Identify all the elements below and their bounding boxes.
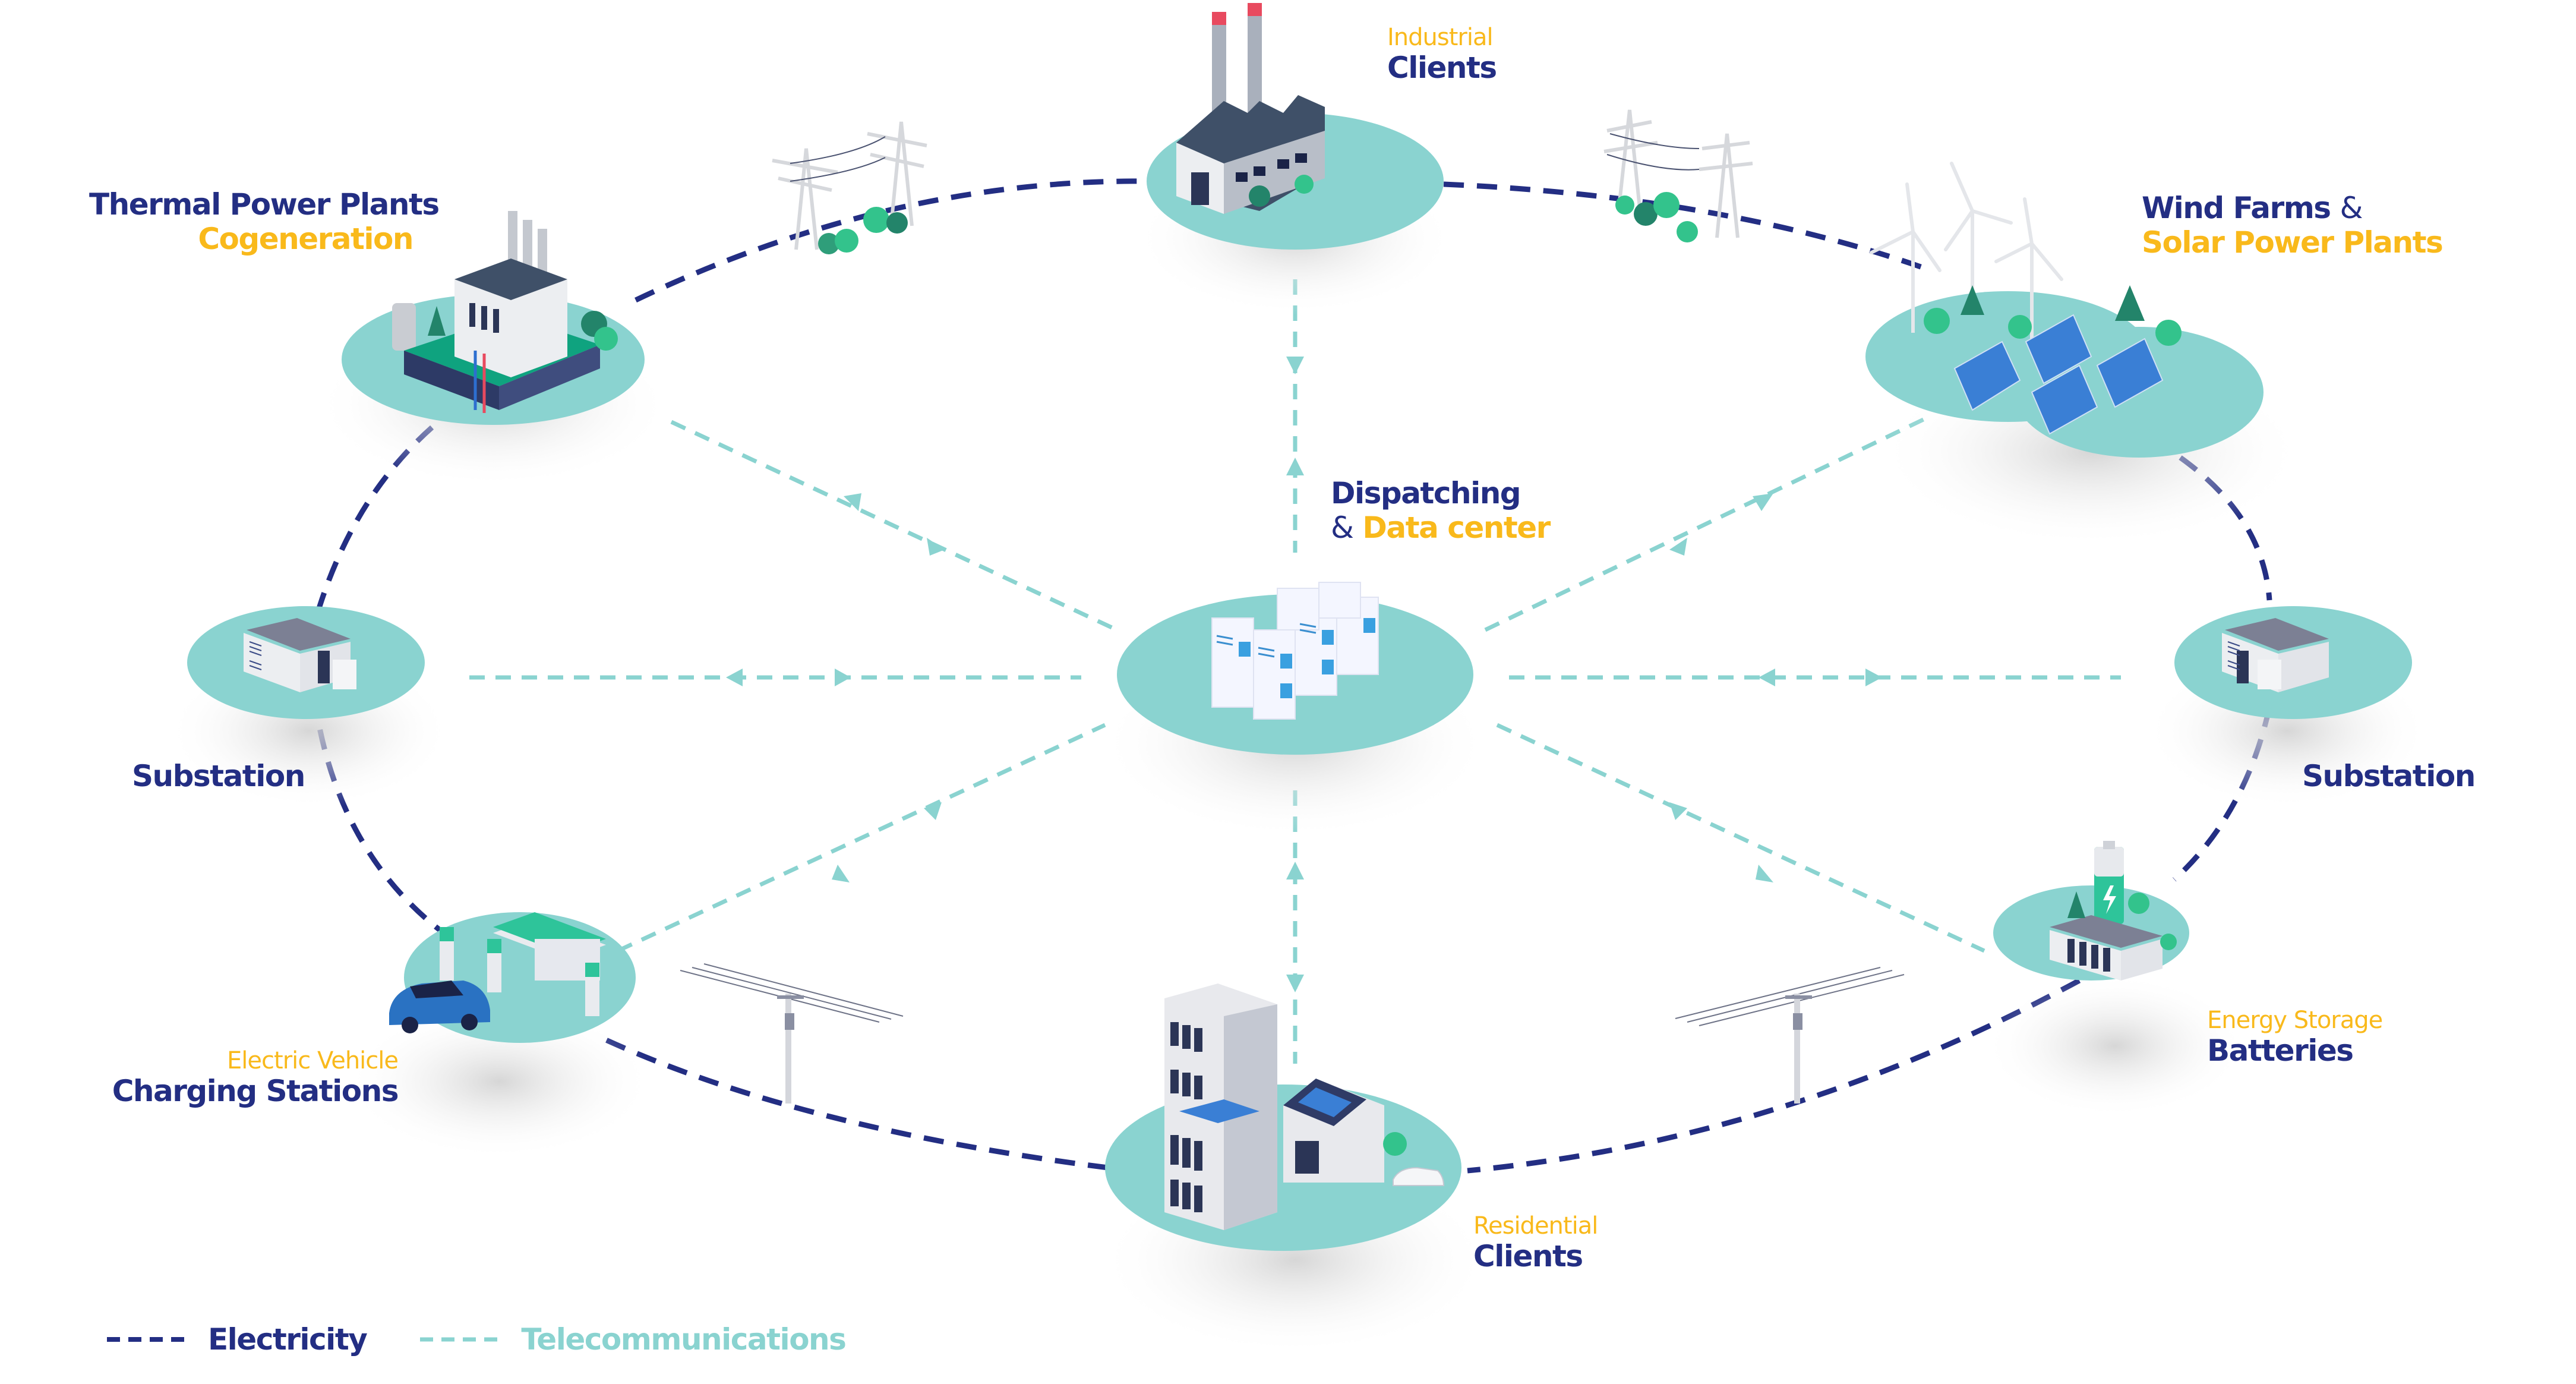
building-icon: [1164, 983, 1445, 1230]
electricity-link-wind-substation: [2179, 455, 2272, 601]
label-sub: Solar Power Plants: [2142, 225, 2444, 260]
electricity-link-industrial-wind: [1443, 181, 1932, 273]
label-sub: Industrial: [1387, 24, 1494, 51]
label-sub: Energy Storage: [2207, 1007, 2383, 1034]
label-main: Wind Farms: [2142, 191, 2331, 225]
label-main: Clients: [1387, 51, 1497, 85]
telecom-link-ev: [617, 723, 1106, 953]
battery-icon: [2050, 841, 2177, 981]
arrow-icon: [726, 669, 743, 686]
arrow-icon: [1759, 669, 1775, 686]
label-ampersand: &: [1331, 510, 1354, 545]
label-main: Batteries: [2207, 1033, 2354, 1068]
label-wind-solar: Wind Farms & Solar Power Plants: [2142, 191, 2444, 260]
telecom-link-storage: [1496, 723, 1985, 953]
arrow-icon: [1669, 538, 1687, 556]
transmission-tower-icon: [772, 121, 927, 254]
label-sub: Residential: [1473, 1212, 1598, 1240]
power-plant-icon: [392, 211, 618, 413]
label-ev-charging: Electric Vehicle Charging Stations: [89, 1047, 399, 1109]
arrow-icon: [832, 865, 850, 882]
label-substation-left: Substation: [132, 759, 305, 794]
utility-pole-icon: [1675, 967, 1905, 1104]
label-energy-storage: Energy Storage Batteries: [2207, 1007, 2383, 1068]
label-dispatching-data-center: Dispatching & Data center: [1331, 476, 1551, 545]
arrow-icon: [1286, 458, 1304, 475]
legend-item-electricity: Electricity: [107, 1322, 368, 1357]
wind-solar-icon: [1870, 162, 2182, 435]
label-substation-right: Substation: [2302, 759, 2476, 794]
arrow-icon: [1669, 802, 1687, 820]
legend-item-telecom: Telecommunications: [420, 1322, 847, 1357]
arrow-icon: [1753, 493, 1773, 511]
server-rack-icon: [1211, 582, 1379, 720]
electricity-link-residential-ev: [605, 1037, 1109, 1171]
arrow-icon: [1756, 865, 1773, 882]
label-sub: Cogeneration: [198, 221, 413, 256]
label-main: Substation: [132, 759, 305, 793]
label-accent: Data center: [1362, 510, 1551, 545]
label-sub: Electric Vehicle: [227, 1047, 399, 1074]
utility-pole-icon: [680, 963, 904, 1104]
factory-icon: [1176, 3, 1325, 214]
telecom-links: [469, 279, 2121, 1064]
arrow-icon: [924, 802, 942, 820]
label-main: Clients: [1473, 1239, 1583, 1273]
label-main: Substation: [2302, 759, 2476, 793]
arrow-icon: [1286, 357, 1304, 374]
arrow-icon: [927, 538, 945, 556]
arrow-icon: [844, 493, 861, 511]
arrow-icon: [1865, 669, 1882, 686]
label-thermal-power-plants: Thermal Power Plants Cogeneration: [89, 187, 440, 256]
legend-label-electricity: Electricity: [208, 1322, 368, 1357]
label-residential-clients: Residential Clients: [1473, 1212, 1598, 1274]
substation-icon: [2222, 618, 2329, 692]
label-industrial-clients: Industrial Clients: [1387, 24, 1497, 86]
telecom-link-wind: [1484, 414, 1932, 632]
legend: Electricity Telecommunications: [107, 1322, 899, 1357]
electricity-link-substation-storage: [2172, 707, 2272, 882]
electricity-link-storage-residential: [1467, 978, 2081, 1174]
arrow-icon: [1286, 975, 1304, 992]
label-main: Thermal Power Plants: [89, 187, 440, 222]
telecom-link-thermal: [670, 420, 1118, 632]
electricity-line-swatch: [107, 1337, 190, 1342]
label-ampersand: &: [2340, 191, 2363, 225]
electricity-link-ev-substation: [315, 718, 453, 941]
label-main: Dispatching: [1331, 476, 1521, 510]
substation-icon: [244, 618, 356, 692]
ev-charger-icon: [389, 912, 606, 1033]
transmission-tower-icon: [1603, 109, 1753, 242]
arrow-icon: [1286, 862, 1304, 879]
telecom-line-swatch: [420, 1337, 504, 1342]
label-main: Charging Stations: [112, 1074, 399, 1108]
legend-label-telecom: Telecommunications: [521, 1322, 847, 1357]
arrow-icon: [835, 669, 851, 686]
telecom-arrows: [726, 357, 1882, 992]
